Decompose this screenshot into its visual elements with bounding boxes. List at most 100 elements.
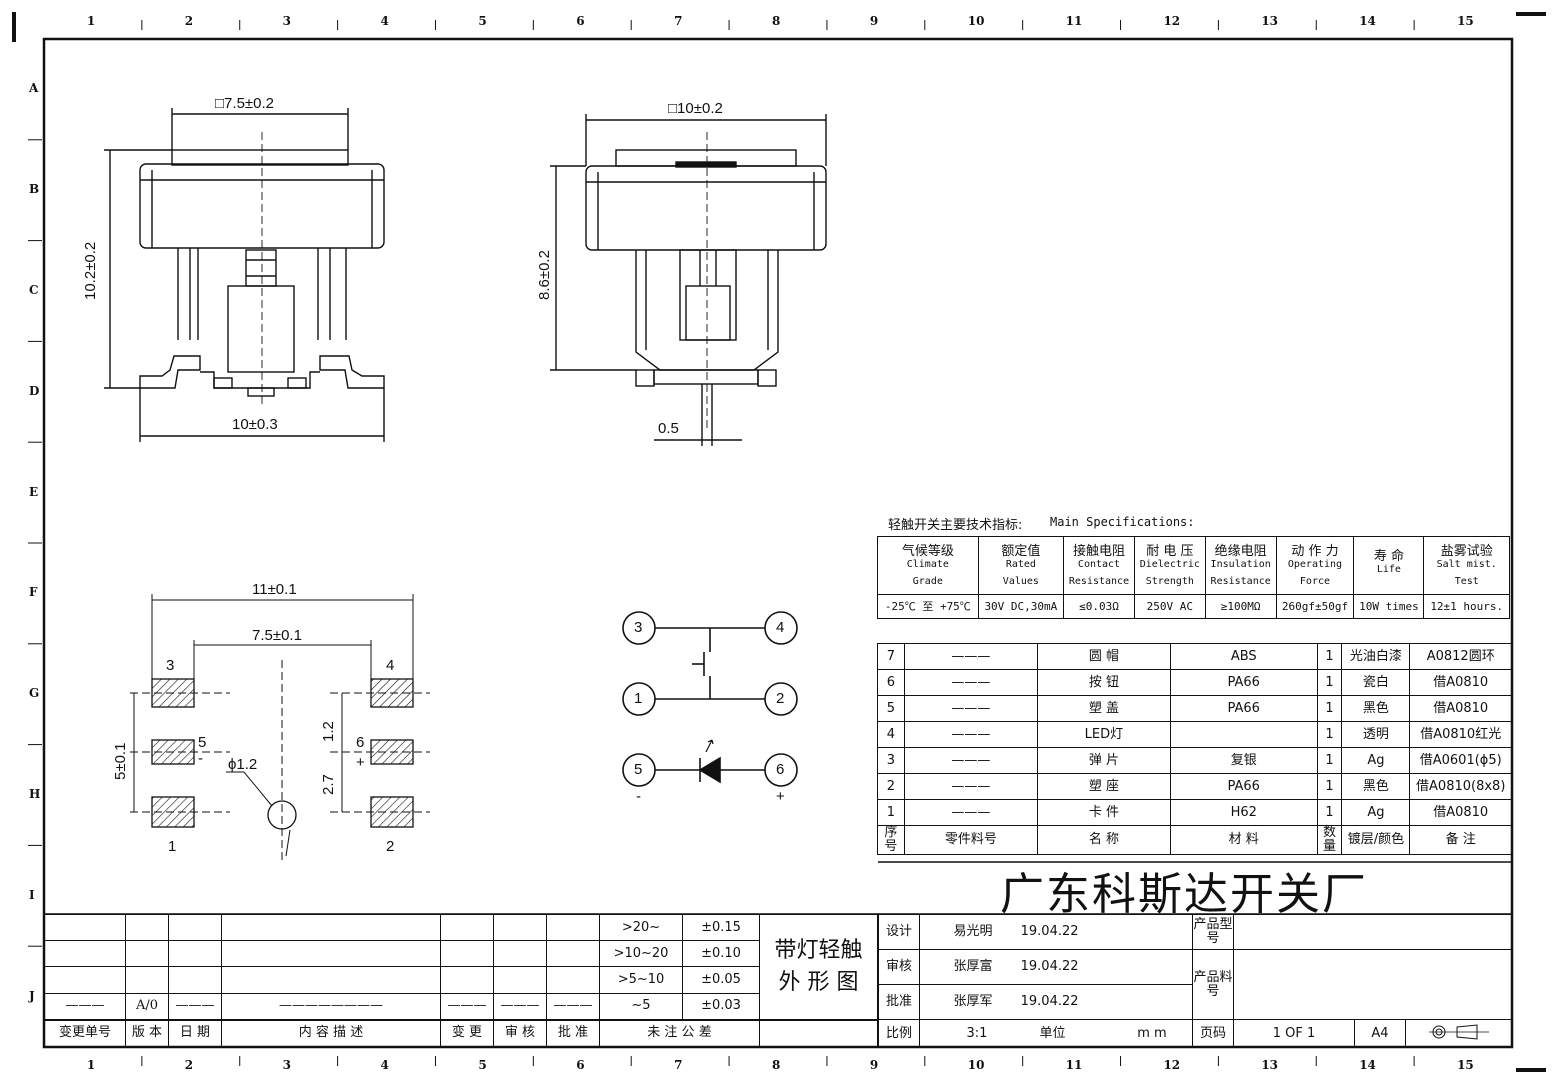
zone-column-bottom-7: 7: [674, 1058, 683, 1072]
spec-header-en2: Values: [1002, 575, 1039, 587]
sheet-size: A4: [1354, 1019, 1406, 1048]
spec-value-2: ≤0.03Ω: [1063, 594, 1135, 619]
bom-cell-name: 塑 座: [1036, 773, 1171, 800]
spec-header-en1: Dielectric: [1139, 558, 1200, 570]
spec-header-cn: 盐雾试验: [1440, 543, 1493, 559]
zone-column-bottom-4: 4: [380, 1058, 389, 1072]
dim-front-height: 10.2±0.2: [82, 241, 99, 300]
schematic-minus: -: [636, 788, 641, 805]
circuit-schematic: [622, 611, 798, 787]
bom-cell-part: ———: [903, 721, 1038, 748]
bom-cell-material: 复银: [1169, 747, 1318, 774]
bom-cell-qty: 1: [1316, 747, 1343, 774]
bom-cell-part: ———: [903, 643, 1038, 670]
bom-cell-part: ———: [903, 799, 1038, 826]
spec-header-cn: 气候等级: [901, 543, 954, 559]
label-tolerance: 未 注 公 差: [599, 1018, 760, 1048]
zone-column-top-9: 9: [869, 14, 879, 28]
led-diode-symbol: [698, 756, 721, 784]
zone-row-E: E: [29, 484, 39, 499]
node-label-1: 1: [634, 690, 643, 707]
zone-row-C: C: [29, 283, 39, 297]
pad-label-4: 4: [386, 657, 395, 674]
bom-cell-qty: 1: [1316, 669, 1343, 696]
zone-column-top-7: 7: [674, 14, 683, 28]
zone-row-F: F: [29, 585, 38, 600]
spec-header-cn: 寿 命: [1373, 549, 1404, 564]
bom-cell-part: ———: [903, 773, 1038, 800]
zone-column-top-13: 13: [1261, 14, 1279, 28]
zone-column-top-10: 10: [967, 14, 985, 28]
bom-cell-material: PA66: [1169, 669, 1318, 696]
zone-column-bottom-1: 1: [86, 1058, 96, 1072]
bom-cell-finish: Ag: [1341, 747, 1411, 774]
dim-hole: ϕ1.2: [228, 756, 258, 773]
front-view: [104, 108, 385, 442]
bom-cell-name: 卡 件: [1036, 799, 1171, 826]
dim-pad-gap2: 2.7: [320, 774, 337, 795]
drawing-title: 带灯轻触 外 形 图: [759, 914, 878, 1020]
page-label: 页码: [1192, 1019, 1234, 1048]
design-signature: 易光明 19.04.22: [919, 914, 1112, 950]
unit-label: 单位: [1039, 1025, 1066, 1041]
zone-column-top-5: 5: [478, 14, 487, 28]
zone-column-bottom-6: 6: [576, 1058, 585, 1072]
bom-cell-finish: Ag: [1341, 799, 1411, 826]
spec-header-en2: Resistance: [1210, 575, 1271, 587]
bom-cell-note: 借A0810: [1409, 695, 1512, 722]
spec-header-en2: Resistance: [1068, 575, 1130, 587]
scale-value: 3:1: [966, 1025, 988, 1041]
spec-header-cn: 绝缘电阻: [1214, 543, 1267, 559]
bom-cell-name: 塑 盖: [1036, 695, 1171, 722]
zone-column-bottom-2: 2: [184, 1058, 194, 1072]
bom-cell-qty: 1: [1316, 799, 1343, 826]
dim-pad-gap1: 1.2: [320, 721, 337, 742]
tol-value-2: ±0.10: [682, 940, 760, 968]
bom-cell-finish: 黑色: [1341, 773, 1411, 800]
zone-column-bottom-13: 13: [1261, 1058, 1279, 1072]
bom-cell-material: ABS: [1169, 643, 1318, 670]
node-label-2: 2: [776, 690, 785, 707]
bom-cell-part: ———: [903, 747, 1038, 774]
bom-cell-finish: 瓷白: [1341, 669, 1411, 696]
bom-cell-finish: 黑色: [1341, 695, 1411, 722]
spec-header-cn: 额定值: [1001, 543, 1041, 559]
bom-header-qty: 数量: [1316, 825, 1343, 855]
page-value: 1 OF 1: [1233, 1019, 1355, 1048]
bom-cell-qty: 1: [1316, 695, 1343, 722]
spec-header-en1: Operating: [1287, 558, 1343, 570]
zone-row-I: I: [29, 887, 35, 902]
approve-signature: 张厚军 19.04.22: [919, 984, 1112, 1020]
spec-value-3: 250V AC: [1133, 594, 1206, 619]
spec-header-en1: Insulation: [1210, 558, 1271, 570]
review-date: 19.04.22: [1020, 959, 1079, 974]
review-signature: 张厚富 19.04.22: [919, 949, 1112, 985]
drawing-title-line1: 带灯轻触: [774, 937, 863, 963]
zone-column-bottom-14: 14: [1359, 1058, 1376, 1072]
bom-cell-part: ———: [903, 695, 1038, 722]
bom-header-no: 序号: [877, 825, 905, 855]
pad-layout: [130, 594, 430, 860]
design-name: 易光明: [953, 924, 993, 939]
bom-cell-note: A0812圆环: [1409, 643, 1512, 670]
pad-label-minus: -: [198, 750, 203, 767]
bom-cell-material: [1169, 721, 1318, 748]
zone-column-bottom-12: 12: [1163, 1058, 1181, 1072]
tol-range-3: >5~10: [599, 966, 683, 994]
bom-cell-finish: 光油白漆: [1341, 643, 1411, 670]
label-date: 日 期: [168, 1018, 222, 1048]
spec-value-5: 260gf±50gf: [1275, 594, 1355, 619]
spec-header-cn: 耐 电 压: [1146, 543, 1194, 559]
bom-cell-name: 弹 片: [1036, 747, 1171, 774]
zone-row-J: J: [29, 988, 35, 1003]
bom-cell-note: 借A0810: [1409, 799, 1512, 826]
bom-cell-no: 7: [877, 643, 905, 670]
tol-range-1: >20~: [599, 913, 683, 942]
spec-title-en: Main Specifications:: [1050, 515, 1195, 529]
spec-header-en2: Force: [1299, 575, 1331, 587]
dim-pad-vertical: 5±0.1: [112, 742, 129, 780]
